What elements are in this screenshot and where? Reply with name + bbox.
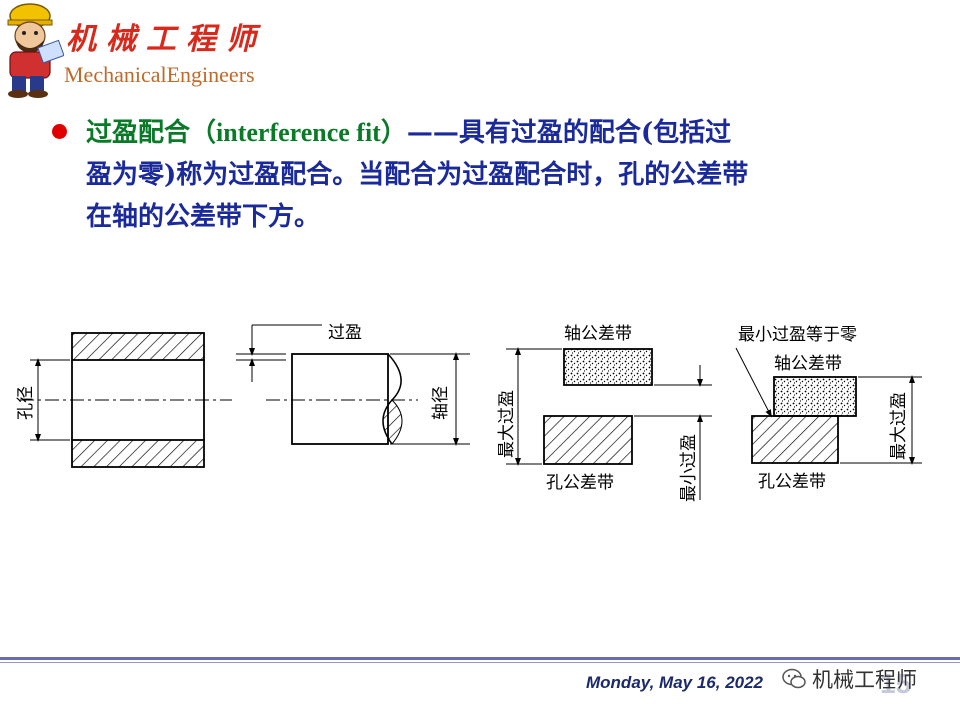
line1-text: ——具有过盈的配合(包括过 [406, 118, 732, 148]
brand-subtitle: MechanicalEngineers [64, 62, 255, 87]
zone-diagram-1 [506, 347, 712, 500]
hole-part [20, 332, 232, 468]
min-interference-label-1: 最小过盈 [679, 434, 699, 502]
engineer-mascot-icon [7, 3, 64, 98]
footer-date: Monday, May 16, 2022 [586, 673, 764, 692]
interference-dimension [236, 324, 322, 382]
brand-title: 机械工程师 [66, 22, 266, 57]
definition-paragraph: 过盈配合（interference fit）——具有过盈的配合(包括过 盈为零)… [86, 112, 926, 238]
max-interference-label-1: 最大过盈 [497, 390, 517, 458]
hole-diameter-label: 孔径 [16, 386, 36, 420]
hole-zone-label-1: 孔公差带 [546, 473, 614, 493]
max-interference-label-2: 最大过盈 [889, 392, 909, 460]
interference-label: 过盈 [328, 323, 362, 343]
interference-fit-diagram: 孔径 过盈 轴径 [16, 323, 922, 502]
shaft-part [266, 352, 470, 446]
hole-zone-label-2: 孔公差带 [758, 472, 826, 492]
bullet-dot-icon [52, 124, 67, 139]
min-zero-label: 最小过盈等于零 [738, 325, 857, 345]
wechat-icon [782, 668, 806, 689]
line3-text: 在轴的公差带下方。 [86, 202, 321, 232]
shaft-zone-label-2: 轴公差带 [774, 354, 842, 374]
footer-divider [0, 657, 960, 660]
term-cn: 过盈配合 [86, 118, 191, 148]
footer-divider-thin [0, 662, 960, 663]
watermark-text: 机械工程师 [812, 668, 917, 692]
shaft-zone-label-1: 轴公差带 [564, 324, 632, 344]
term-en: （interference fit） [190, 118, 407, 147]
zone-diagram-2 [735, 347, 922, 465]
shaft-diameter-label: 轴径 [431, 386, 451, 420]
line2-text: 盈为零)称为过盈配合。当配合为过盈配合时，孔的公差带 [86, 160, 749, 190]
watermark: 机械工程师 [778, 664, 921, 694]
